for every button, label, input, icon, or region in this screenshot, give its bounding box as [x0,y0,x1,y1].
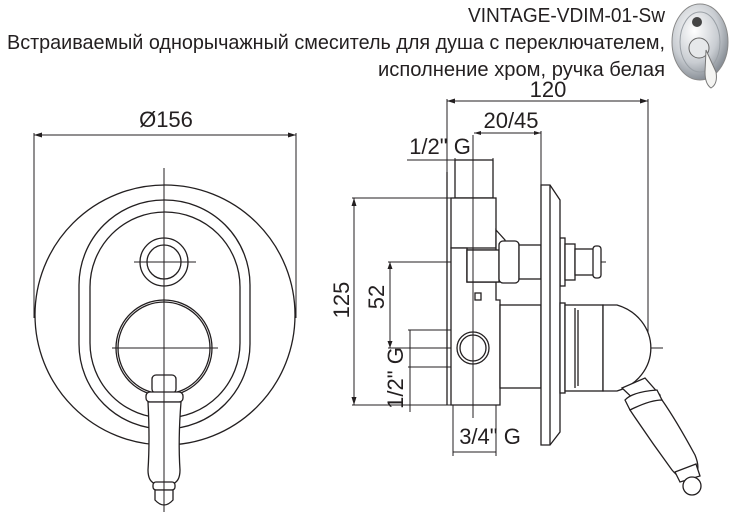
height-label: 125 [329,282,354,319]
side-lever-handle [620,377,702,496]
side-outlet-label: 1/2" G [383,347,408,409]
axis-distance-label: 52 [364,285,389,309]
diameter-label: Ø156 [139,107,193,132]
top-outlet-pipe [454,159,494,199]
top-outlet-label: 1/2" G [409,134,471,159]
product-description-line2: исполнение хром, ручка белая [378,59,665,81]
product-description-line1: Встраиваемый однорычажный смеситель для … [7,32,665,54]
bottom-inlet-label: 3/4" G [459,424,521,449]
front-lever-handle [145,374,184,512]
model-code: VINTAGE-VDIM-01-Sw [468,5,666,27]
install-depth-label: 20/45 [483,108,538,133]
diverter-body [466,249,500,283]
front-view: Ø156 [33,107,297,512]
product-thumbnail [671,3,729,89]
diverter-collar [564,243,576,281]
cartridge-housing [499,304,542,389]
diverter-knob-side [592,245,602,279]
side-view: 120 20/45 1/2" G 125 52 1/2" G [329,77,702,496]
diverter-nut [498,240,520,284]
depth-label: 120 [530,77,567,102]
lever-escutcheon [564,304,604,392]
